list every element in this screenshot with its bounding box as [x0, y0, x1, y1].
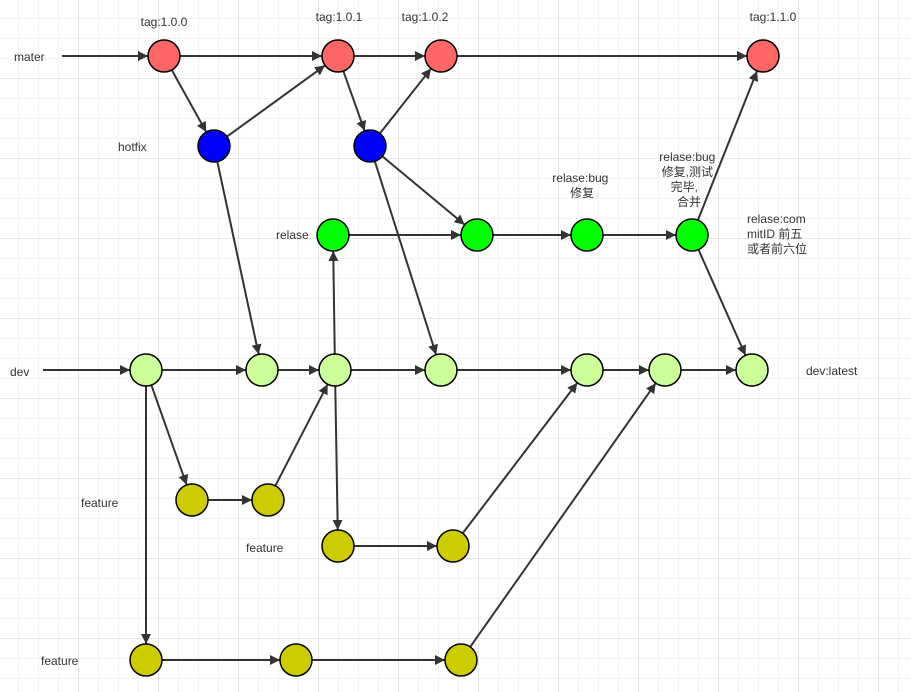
dev-commit-node [129, 353, 163, 387]
label-master-branch: mater [14, 50, 45, 64]
edge-h1-d2 [216, 161, 262, 355]
master-commit-node [147, 39, 181, 73]
feature-commit-node [444, 643, 478, 677]
label-dev-branch: dev [10, 365, 29, 379]
edge-h2-d4 [373, 160, 438, 356]
edge-h1-m2 [226, 64, 326, 138]
note-release-bug-done: relase:bug 修复,测试 完毕, 合并 [659, 150, 718, 209]
edge-r4-d7 [697, 249, 747, 356]
dev-commit-node [318, 353, 352, 387]
branch-labels: mater hotfix relase dev dev:latest featu… [10, 50, 858, 668]
edge-f3c-d6 [469, 382, 657, 648]
release-commit-node [675, 218, 709, 252]
edge-f2b-d5 [461, 382, 579, 534]
master-commit-node [424, 39, 458, 73]
feature-commit-node [175, 483, 209, 517]
tag-1-0-0: tag:1.0.0 [141, 15, 188, 29]
note-release-bug-fix: relase:bug 修复 [552, 171, 611, 200]
dev-commit-node [245, 353, 279, 387]
edge-d3-r1 [328, 250, 339, 355]
feature-commit-node [129, 643, 163, 677]
label-release-branch: relase [276, 228, 309, 242]
master-commit-node [321, 39, 355, 73]
label-dev-latest: dev:latest [806, 364, 858, 378]
edge-d1-f1a [150, 384, 189, 486]
label-feature-2: feature [246, 541, 284, 555]
hotfix-commit-node [197, 129, 231, 163]
feature-commit-node [251, 483, 285, 517]
feature-commit-node [321, 529, 355, 563]
edge-d3-f2a [332, 385, 343, 531]
tag-1-0-2: tag:1.0.2 [402, 10, 449, 24]
feature-commit-node [436, 529, 470, 563]
tag-labels: tag:1.0.0 tag:1.0.1 tag:1.0.2 tag:1.1.0 [141, 10, 797, 29]
edge-f1b-d3 [274, 383, 329, 487]
edge-h2-m3 [379, 67, 432, 135]
note-labels: relase:bug 修复 relase:bug 修复,测试 完毕, 合并 re… [552, 150, 809, 256]
release-commit-node [570, 218, 604, 252]
release-commit-node [316, 218, 350, 252]
label-feature-3: feature [41, 654, 79, 668]
feature-commit-node [279, 643, 313, 677]
dev-commit-node [424, 353, 458, 387]
edge-m1-h1 [170, 69, 208, 133]
dev-commit-node [735, 353, 769, 387]
edge-h2-r2 [381, 155, 466, 226]
dev-commit-node [648, 353, 682, 387]
hotfix-commit-node [353, 129, 387, 163]
tag-1-1-0: tag:1.1.0 [750, 10, 797, 24]
release-commit-node [460, 218, 494, 252]
commit-edges [43, 51, 759, 665]
note-release-commit-id: relase:com mitID 前五 或者前六位 [747, 212, 809, 256]
master-commit-node [746, 39, 780, 73]
commit-nodes [129, 39, 780, 677]
label-feature-1: feature [81, 496, 119, 510]
label-hotfix-branch: hotfix [118, 140, 147, 154]
edge-m2-h2 [342, 70, 367, 132]
edge-r4-m4 [696, 70, 759, 221]
tag-1-0-1: tag:1.0.1 [316, 10, 363, 24]
dev-commit-node [570, 353, 604, 387]
